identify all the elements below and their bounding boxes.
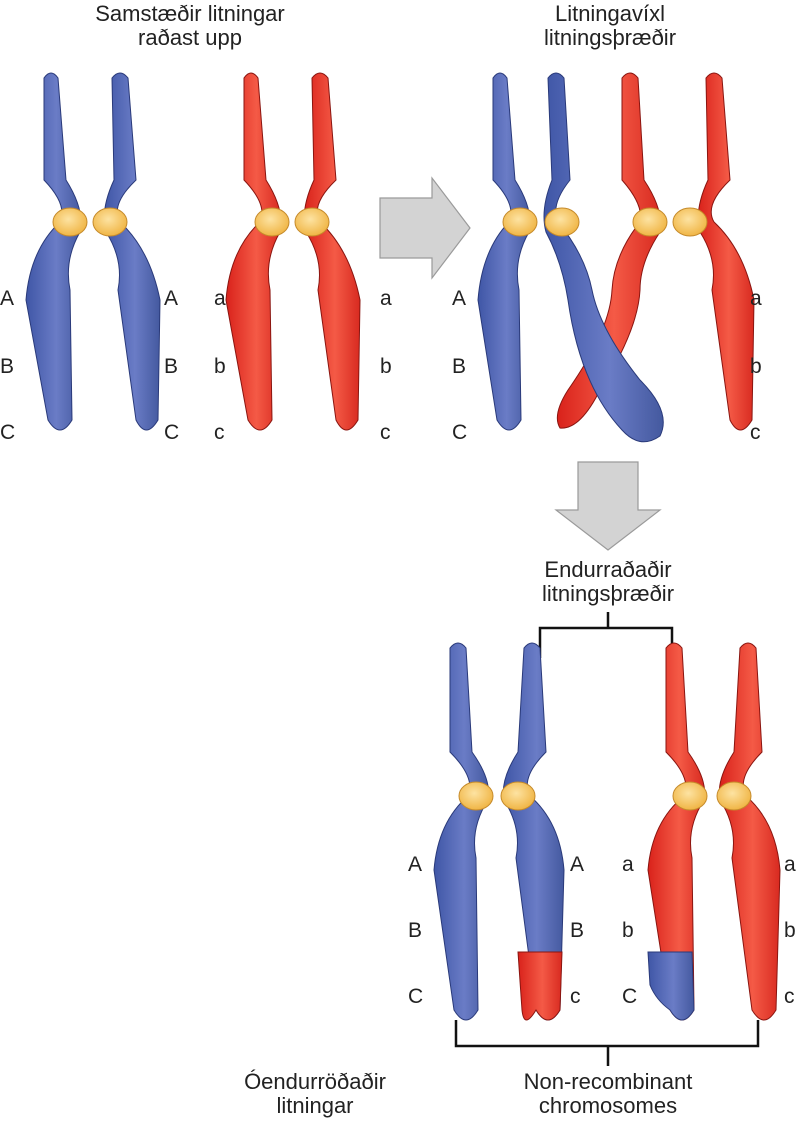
blue-chromatid-right bbox=[103, 72, 161, 431]
gene-label-C: C bbox=[452, 421, 468, 444]
gene-label-b: b bbox=[784, 919, 796, 942]
gene-label-b: b bbox=[622, 919, 634, 942]
gene-label-B: B bbox=[570, 919, 585, 942]
caption-line: raðast upp bbox=[138, 25, 242, 50]
centromere bbox=[92, 207, 128, 237]
blue-chromatid-left bbox=[433, 642, 490, 1021]
centromere bbox=[52, 207, 88, 237]
centromere bbox=[458, 781, 494, 811]
gene-label-C: C bbox=[0, 421, 16, 444]
centromere bbox=[716, 781, 752, 811]
red-pair-result bbox=[647, 642, 781, 1021]
caption-non-recombinant-en: Non-recombinant chromosomes bbox=[498, 1070, 718, 1118]
gene-label-c: c bbox=[570, 985, 581, 1008]
blue-pair-1 bbox=[25, 72, 161, 431]
gene-label-c: c bbox=[214, 421, 225, 444]
red-chromatid-outer bbox=[697, 72, 755, 431]
gene-label-c: c bbox=[750, 421, 761, 444]
recombinant-bracket bbox=[538, 612, 674, 658]
caption-line: chromosomes bbox=[538, 1093, 678, 1118]
centromere bbox=[294, 207, 330, 237]
gene-label-B: B bbox=[452, 355, 467, 378]
recombinant-red-segment bbox=[517, 951, 563, 1021]
gene-label-a: a bbox=[750, 287, 762, 310]
blue-pair-result bbox=[433, 642, 565, 1021]
gene-label-a: a bbox=[380, 287, 392, 310]
gene-label-B: B bbox=[408, 919, 423, 942]
caption-crossover: Litningavíxl litningsþræðir bbox=[500, 2, 720, 50]
gene-label-A: A bbox=[164, 287, 179, 310]
arrow-right bbox=[379, 176, 471, 280]
centromere bbox=[500, 781, 536, 811]
centromere bbox=[632, 207, 668, 237]
red-pair-1 bbox=[225, 72, 361, 431]
gene-label-b: b bbox=[750, 355, 762, 378]
caption-line: litningsþræðir bbox=[541, 581, 675, 606]
caption-line: Óendurröðaðir bbox=[244, 1069, 386, 1094]
crossover-group bbox=[477, 72, 755, 443]
gene-label-a: a bbox=[622, 853, 634, 876]
gene-label-A: A bbox=[408, 853, 423, 876]
centromere bbox=[672, 207, 708, 237]
red-chromatid-right bbox=[718, 642, 781, 1021]
gene-label-A: A bbox=[0, 287, 15, 310]
gene-label-c: c bbox=[380, 421, 391, 444]
arrow-down bbox=[554, 461, 662, 551]
gene-label-b: b bbox=[214, 355, 226, 378]
non-recombinant-bracket bbox=[454, 1020, 760, 1066]
gene-label-a: a bbox=[214, 287, 226, 310]
gene-label-A: A bbox=[570, 853, 585, 876]
caption-line: Litningavíxl bbox=[554, 1, 666, 26]
centromere bbox=[672, 781, 708, 811]
blue-chromatid-left bbox=[25, 72, 82, 431]
blue-chromatid-outer bbox=[477, 72, 531, 431]
gene-label-a: a bbox=[784, 853, 796, 876]
gene-label-C: C bbox=[622, 985, 638, 1008]
gene-label-C: C bbox=[164, 421, 180, 444]
caption-homologous-pair: Samstæðir litningar raðast upp bbox=[60, 2, 320, 50]
gene-label-C: C bbox=[408, 985, 424, 1008]
centromere bbox=[544, 207, 580, 237]
caption-line: litningar bbox=[276, 1093, 354, 1118]
red-chromatid-left bbox=[225, 72, 282, 431]
gene-label-A: A bbox=[452, 287, 467, 310]
gene-label-B: B bbox=[164, 355, 179, 378]
caption-non-recombinant-is: Óendurröðaðir litningar bbox=[240, 1070, 390, 1118]
red-chromatid-right bbox=[303, 72, 361, 431]
caption-line: Samstæðir litningar bbox=[95, 1, 285, 26]
centromere bbox=[254, 207, 290, 237]
gene-label-c: c bbox=[784, 985, 795, 1008]
gene-label-b: b bbox=[380, 355, 392, 378]
caption-line: Non-recombinant bbox=[523, 1069, 693, 1094]
caption-line: Endurraðaðir bbox=[544, 557, 672, 582]
caption-recombinant: Endurraðaðir litningsþræðir bbox=[500, 558, 716, 606]
caption-line: litningsþræðir bbox=[543, 25, 677, 50]
centromere bbox=[502, 207, 538, 237]
recombinant-blue-segment bbox=[647, 951, 695, 1021]
gene-label-B: B bbox=[0, 355, 15, 378]
